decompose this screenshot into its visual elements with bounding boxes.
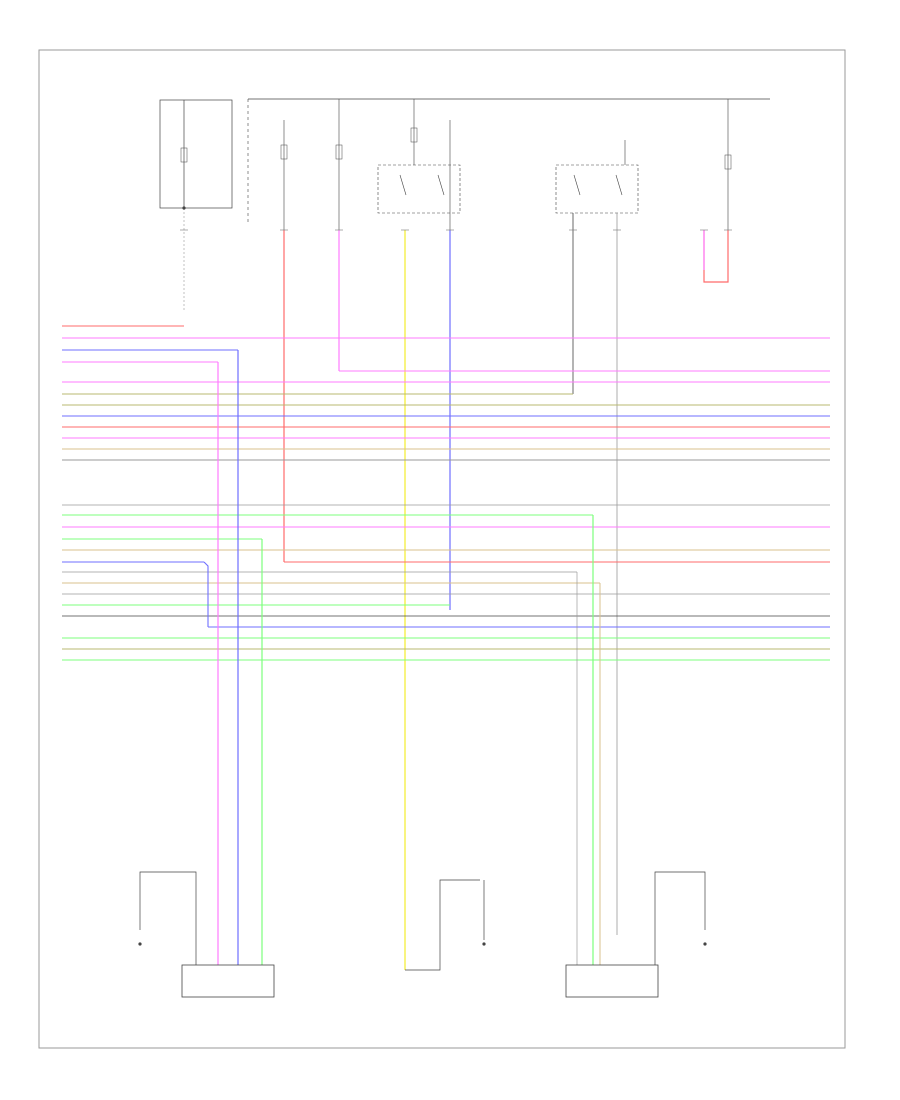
- fuse-group: [280, 99, 732, 232]
- fuse-block-left: [159, 99, 233, 310]
- relay-1: [377, 120, 461, 230]
- wire-red-loop: [703, 230, 729, 283]
- wire-bundle: [62, 325, 830, 661]
- component-right: [565, 871, 707, 998]
- relay-2: [555, 140, 639, 214]
- component-middle: [405, 879, 486, 971]
- wire-blue-jog: [203, 561, 209, 627]
- top-bus: [247, 98, 770, 225]
- component-left: [138, 871, 275, 998]
- diagram-border: [38, 49, 846, 1049]
